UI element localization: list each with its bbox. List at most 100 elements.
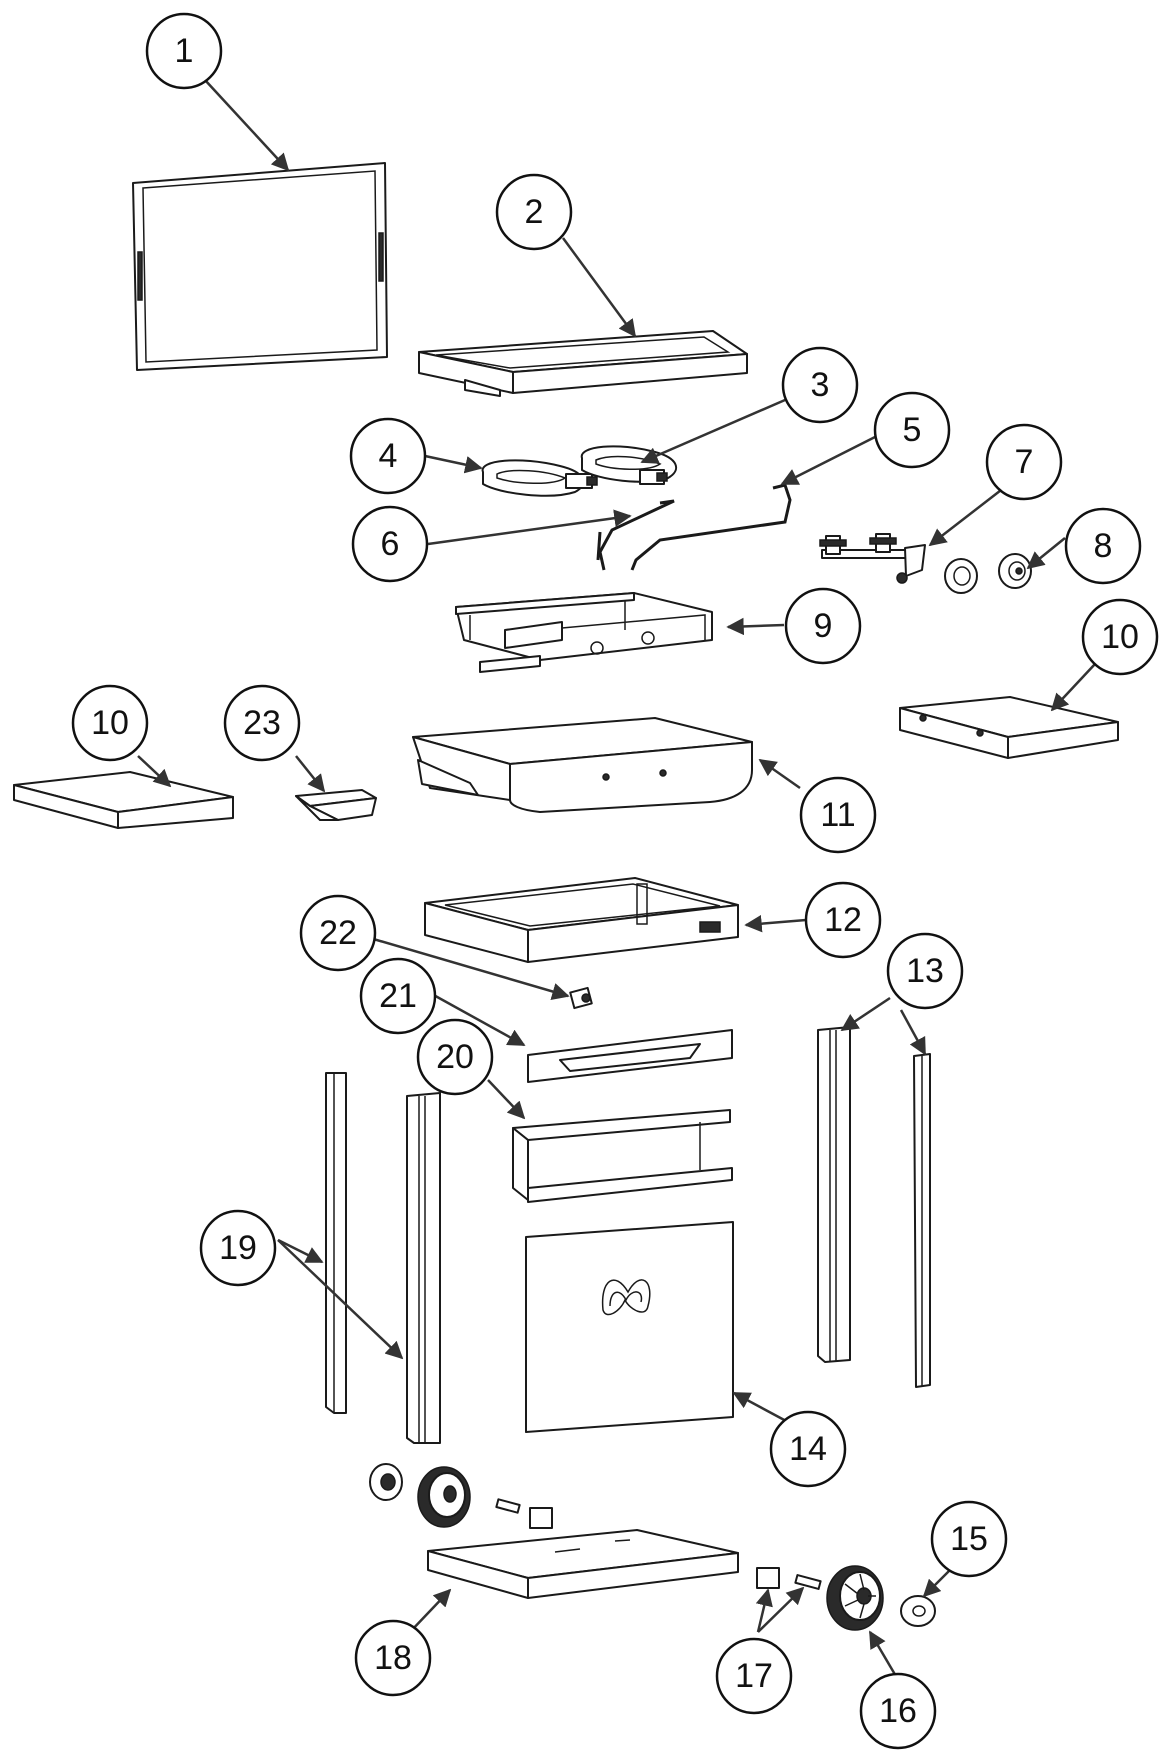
leader-12 xyxy=(744,914,807,933)
leader-1 xyxy=(204,79,290,172)
part-14-door-panel xyxy=(525,1221,734,1433)
leader-20 xyxy=(487,1079,526,1120)
callout-15-label: 15 xyxy=(950,1520,988,1558)
part-1-lid-panel xyxy=(132,162,388,371)
callout-10-right-label: 10 xyxy=(1101,618,1139,656)
part-2-tray xyxy=(418,330,748,397)
callout-16-label: 16 xyxy=(879,1692,917,1730)
part-19-leg-left-a xyxy=(325,1072,347,1414)
leader-11 xyxy=(758,758,801,790)
callout-7-label: 7 xyxy=(1015,443,1034,481)
callout-2-label: 2 xyxy=(525,193,544,231)
part-15-washer xyxy=(900,1595,936,1627)
wheel-assembly-rear xyxy=(369,1463,553,1529)
part-13-leg-right-b xyxy=(913,1053,931,1388)
part-12-cart-frame xyxy=(424,877,739,963)
callout-21: 21 xyxy=(359,957,437,1035)
leader-10-left xyxy=(137,755,172,788)
part-23-grease-cup xyxy=(295,789,377,821)
leader-8 xyxy=(1026,537,1066,570)
callout-10-right: 10 xyxy=(1081,598,1159,676)
callout-9-label: 9 xyxy=(814,607,833,645)
callout-8-label: 8 xyxy=(1094,527,1113,565)
leader-7 xyxy=(928,486,1006,547)
callout-18-label: 18 xyxy=(374,1639,412,1677)
leader-10-right xyxy=(1050,663,1096,712)
callout-23-label: 23 xyxy=(243,704,281,742)
callout-21-label: 21 xyxy=(379,977,417,1015)
callout-19: 19 xyxy=(199,1209,277,1287)
part-9-burner-frame xyxy=(455,592,713,673)
part-5-igniter-rod xyxy=(630,483,792,571)
callout-12: 12 xyxy=(804,881,882,959)
part-18-bottom-shelf xyxy=(427,1529,739,1599)
callout-2: 2 xyxy=(495,173,573,251)
callout-1: 1 xyxy=(145,12,223,90)
part-6-igniter-rod xyxy=(596,499,675,571)
callout-3: 3 xyxy=(781,346,859,424)
callout-10-left: 10 xyxy=(71,684,149,762)
leader-6 xyxy=(427,509,632,546)
part-13-leg-right-a xyxy=(817,1026,851,1363)
callout-19-label: 19 xyxy=(219,1229,257,1267)
part-16-wheel xyxy=(826,1565,884,1631)
callout-22-label: 22 xyxy=(319,914,357,952)
callout-4: 4 xyxy=(349,417,427,495)
leader-23 xyxy=(295,755,326,793)
leader-3 xyxy=(640,398,786,464)
leader-19b xyxy=(277,1239,404,1360)
leader-2 xyxy=(561,237,637,338)
part-4-burner xyxy=(481,459,598,497)
part-20-drawer-box xyxy=(512,1109,733,1203)
leader-13b xyxy=(899,1009,927,1056)
callout-1-label: 1 xyxy=(175,32,194,70)
leader-17a xyxy=(755,1588,773,1633)
part-8-control-knobs xyxy=(944,553,1032,594)
part-21-drawer-front xyxy=(527,1029,733,1083)
callout-11: 11 xyxy=(799,776,877,854)
part-11-firebox xyxy=(412,717,753,813)
callout-6-label: 6 xyxy=(381,525,400,563)
leader-9 xyxy=(726,617,785,636)
leader-14 xyxy=(732,1391,789,1424)
callout-23: 23 xyxy=(223,684,301,762)
leader-21 xyxy=(429,991,526,1047)
leader-5 xyxy=(780,435,876,486)
leader-18 xyxy=(409,1588,452,1633)
callout-14-label: 14 xyxy=(789,1430,827,1468)
callout-8: 8 xyxy=(1064,507,1142,585)
part-10-side-shelf-right xyxy=(899,696,1119,759)
callout-14: 14 xyxy=(769,1410,847,1488)
leader-17b xyxy=(757,1586,805,1633)
callout-20-label: 20 xyxy=(436,1038,474,1076)
callout-12-label: 12 xyxy=(824,901,862,939)
part-22-bolt xyxy=(569,986,593,1010)
callout-3-label: 3 xyxy=(811,366,830,404)
callout-9: 9 xyxy=(784,587,862,665)
callout-7: 7 xyxy=(985,423,1063,501)
callout-5: 5 xyxy=(873,391,951,469)
leader-4 xyxy=(424,454,483,474)
part-17-axle-bracket xyxy=(756,1567,822,1590)
callout-6: 6 xyxy=(351,505,429,583)
part-10-side-shelf-left xyxy=(13,771,234,829)
callout-10-left-label: 10 xyxy=(91,704,129,742)
leader-19a xyxy=(277,1238,324,1264)
part-19-leg-left-b xyxy=(406,1092,441,1444)
callout-11-label: 11 xyxy=(820,796,855,834)
callout-20: 20 xyxy=(416,1018,494,1096)
callout-17-label: 17 xyxy=(735,1657,773,1695)
callout-18: 18 xyxy=(354,1619,432,1697)
leader-15 xyxy=(922,1569,951,1598)
callout-13: 13 xyxy=(886,932,964,1010)
callout-15: 15 xyxy=(930,1500,1008,1578)
leader-13a xyxy=(840,996,891,1032)
callout-4-label: 4 xyxy=(379,437,398,475)
callout-17: 17 xyxy=(715,1637,793,1715)
callout-22: 22 xyxy=(299,894,377,972)
callout-5-label: 5 xyxy=(903,411,922,449)
leader-22 xyxy=(369,936,570,1000)
part-7-valve-manifold xyxy=(819,533,926,584)
callout-16: 16 xyxy=(859,1672,937,1750)
